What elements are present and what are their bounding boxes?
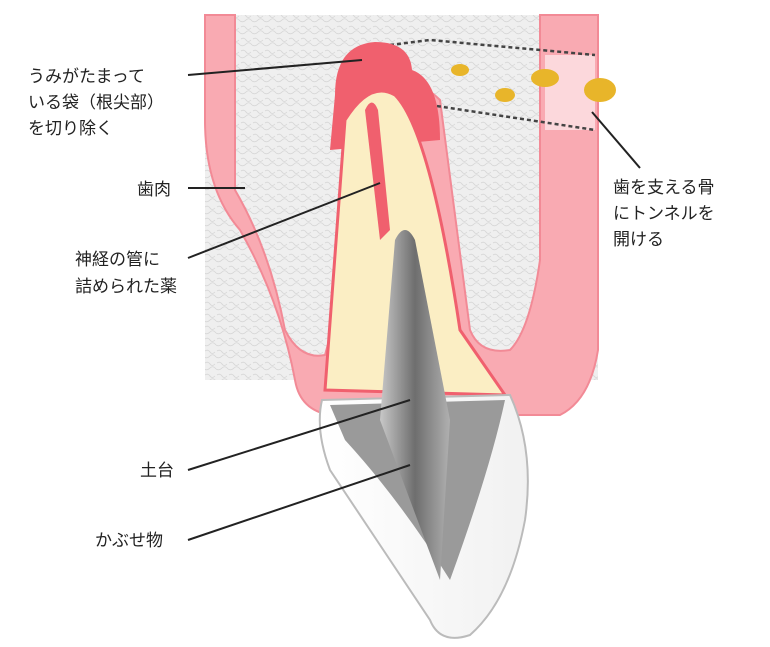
label-line: にトンネルを (613, 204, 715, 224)
post-core (380, 230, 450, 580)
label-abscess: うみがたまって いる袋（根尖部） を切り除く (28, 67, 164, 139)
label-line: 詰められた薬 (75, 277, 177, 297)
bone-chips (451, 64, 616, 102)
label-canal: 神経の管に 詰められた薬 (75, 250, 177, 297)
tunnel-outline (389, 38, 596, 132)
label-post: 土台 (140, 461, 174, 481)
label-line: いる袋（根尖部） (28, 93, 164, 113)
label-gum: 歯肉 (137, 180, 171, 200)
leader-lines (187, 59, 641, 541)
label-bone: 歯を支える骨 にトンネルを 開ける (613, 178, 715, 250)
label-line: 開ける (613, 230, 664, 250)
root-canal-filling (365, 102, 390, 240)
label-crown: かぶせ物 (95, 531, 163, 551)
label-line: を切り除く (28, 119, 113, 139)
label-line: 神経の管に (75, 250, 160, 270)
label-line: うみがたまって (28, 67, 145, 87)
label-line: 歯を支える骨 (613, 178, 715, 198)
